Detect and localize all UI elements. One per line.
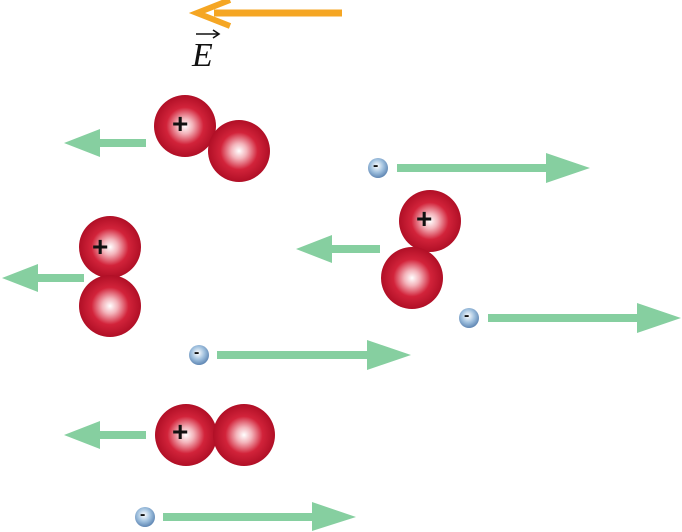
- field-label-text: E: [191, 37, 213, 74]
- positive-ion-1: +: [154, 95, 270, 182]
- force-arrow-ion-1: [64, 129, 146, 157]
- atom: [381, 247, 443, 309]
- minus-sign: -: [140, 506, 145, 523]
- atom: [154, 95, 216, 157]
- minus-sign: -: [464, 307, 469, 324]
- plus-sign: +: [416, 203, 432, 234]
- atom: [213, 404, 275, 466]
- atom: [155, 404, 217, 466]
- electron: [135, 507, 155, 527]
- minus-sign: -: [194, 344, 199, 361]
- force-arrow-electron-1: [397, 153, 590, 183]
- force-arrow-electron-3: [217, 340, 411, 370]
- force-arrow-electron-2: [488, 303, 681, 333]
- field-label: E: [191, 29, 221, 74]
- atom: [79, 216, 141, 278]
- atom: [399, 190, 461, 252]
- force-arrow-ion-2: [2, 264, 84, 292]
- electron-1: -: [368, 157, 388, 178]
- electron: [368, 158, 388, 178]
- atom: [208, 120, 270, 182]
- force-arrow-electron-4: [163, 502, 356, 531]
- plus-sign: +: [172, 108, 188, 139]
- plus-sign: +: [92, 231, 108, 262]
- atom: [79, 275, 141, 337]
- plus-sign: +: [172, 416, 188, 447]
- electron: [189, 345, 209, 365]
- positive-ion-4: +: [155, 404, 275, 466]
- minus-sign: -: [373, 157, 378, 174]
- positive-ion-3: +: [381, 190, 461, 309]
- electron: [459, 308, 479, 328]
- electron-4: -: [135, 506, 155, 527]
- positive-ion-2: +: [79, 216, 141, 337]
- force-arrow-ion-3: [296, 235, 380, 263]
- force-arrow-ion-4: [64, 421, 146, 449]
- electric-field-arrow: [188, 0, 342, 29]
- electron-2: -: [459, 307, 479, 328]
- electron-3: -: [189, 344, 209, 365]
